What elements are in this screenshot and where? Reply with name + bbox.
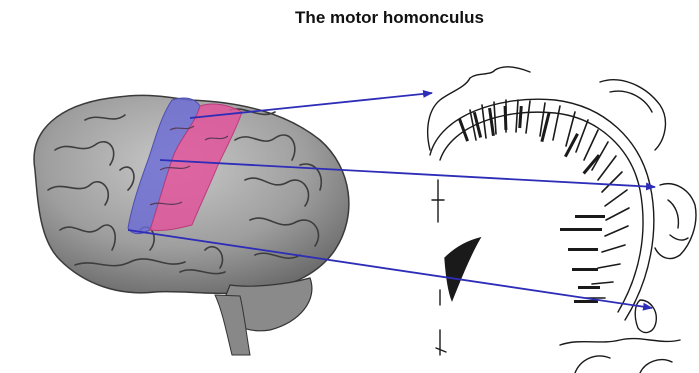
midline-mark-lower [436, 290, 446, 355]
hand-sketch [428, 67, 530, 150]
throat-sketch [560, 339, 680, 345]
face-features [668, 200, 688, 240]
brain-illustration [34, 95, 349, 355]
ventricle-shape [445, 238, 480, 300]
bottom-sketch [575, 356, 672, 373]
top-appendage-inner [610, 91, 652, 112]
top-appendage [600, 80, 665, 150]
midline-mark-upper [432, 180, 444, 222]
face-sketch [655, 184, 696, 259]
homunculus-drawing [428, 67, 696, 373]
tongue-sketch [635, 300, 656, 333]
